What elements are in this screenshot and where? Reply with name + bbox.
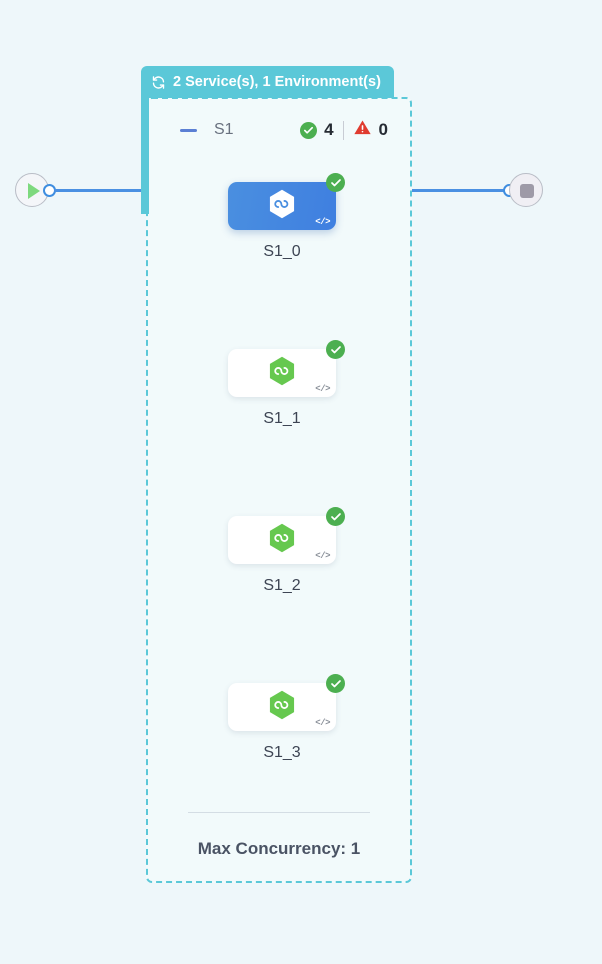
service-hexagon-icon bbox=[265, 521, 299, 560]
group-header-label: 2 Service(s), 1 Environment(s) bbox=[173, 74, 381, 90]
check-circle-icon bbox=[326, 173, 345, 192]
group-toolbar: S1 4 bbox=[148, 115, 410, 145]
edge-start-to-group bbox=[54, 189, 148, 192]
service-node[interactable]: </> S1_3 bbox=[228, 674, 345, 762]
service-node[interactable]: </> S1_2 bbox=[228, 507, 345, 595]
status-success-chip: 4 bbox=[300, 120, 334, 140]
group-header[interactable]: 2 Service(s), 1 Environment(s) bbox=[141, 66, 394, 98]
play-icon bbox=[28, 183, 40, 199]
status-warning-chip: 0 bbox=[353, 118, 388, 142]
service-hexagon-icon bbox=[265, 354, 299, 393]
service-node-label: S1_1 bbox=[263, 410, 301, 427]
status-divider bbox=[342, 120, 344, 140]
check-circle-icon bbox=[326, 340, 345, 359]
end-node[interactable] bbox=[509, 173, 543, 207]
code-brackets-icon: </> bbox=[315, 217, 330, 227]
warning-count: 0 bbox=[378, 120, 388, 139]
collapse-toggle-icon[interactable] bbox=[180, 128, 197, 132]
edge-group-to-end bbox=[412, 189, 506, 192]
service-node-card[interactable]: </> bbox=[228, 674, 345, 731]
service-node[interactable]: </> S1_1 bbox=[228, 340, 345, 428]
code-brackets-icon: </> bbox=[315, 551, 330, 561]
service-node[interactable]: </> S1_0 bbox=[228, 173, 345, 261]
service-node-card[interactable]: </> bbox=[228, 340, 345, 397]
group-status-summary: 4 0 bbox=[300, 118, 388, 142]
service-node-card[interactable]: </> bbox=[228, 173, 345, 230]
service-node-label: S1_3 bbox=[263, 744, 301, 761]
footer-divider bbox=[188, 812, 370, 813]
service-node-label: S1_2 bbox=[263, 577, 301, 594]
sync-icon bbox=[151, 75, 166, 90]
service-group-container[interactable]: S1 4 bbox=[146, 97, 412, 883]
group-spine bbox=[141, 96, 149, 214]
check-circle-icon bbox=[300, 121, 318, 139]
group-footer: Max Concurrency: 1 bbox=[188, 812, 370, 859]
service-node-card[interactable]: </> bbox=[228, 507, 345, 564]
code-brackets-icon: </> bbox=[315, 384, 330, 394]
check-circle-icon bbox=[326, 507, 345, 526]
group-name-label: S1 bbox=[214, 121, 234, 138]
stop-icon bbox=[520, 184, 534, 198]
service-hexagon-icon bbox=[265, 688, 299, 727]
success-count: 4 bbox=[324, 120, 334, 139]
service-hexagon-icon bbox=[265, 187, 299, 226]
max-concurrency-label: Max Concurrency: 1 bbox=[197, 839, 361, 858]
check-circle-icon bbox=[326, 674, 345, 693]
code-brackets-icon: </> bbox=[315, 718, 330, 728]
warning-triangle-icon bbox=[353, 118, 372, 142]
service-node-label: S1_0 bbox=[263, 243, 301, 260]
